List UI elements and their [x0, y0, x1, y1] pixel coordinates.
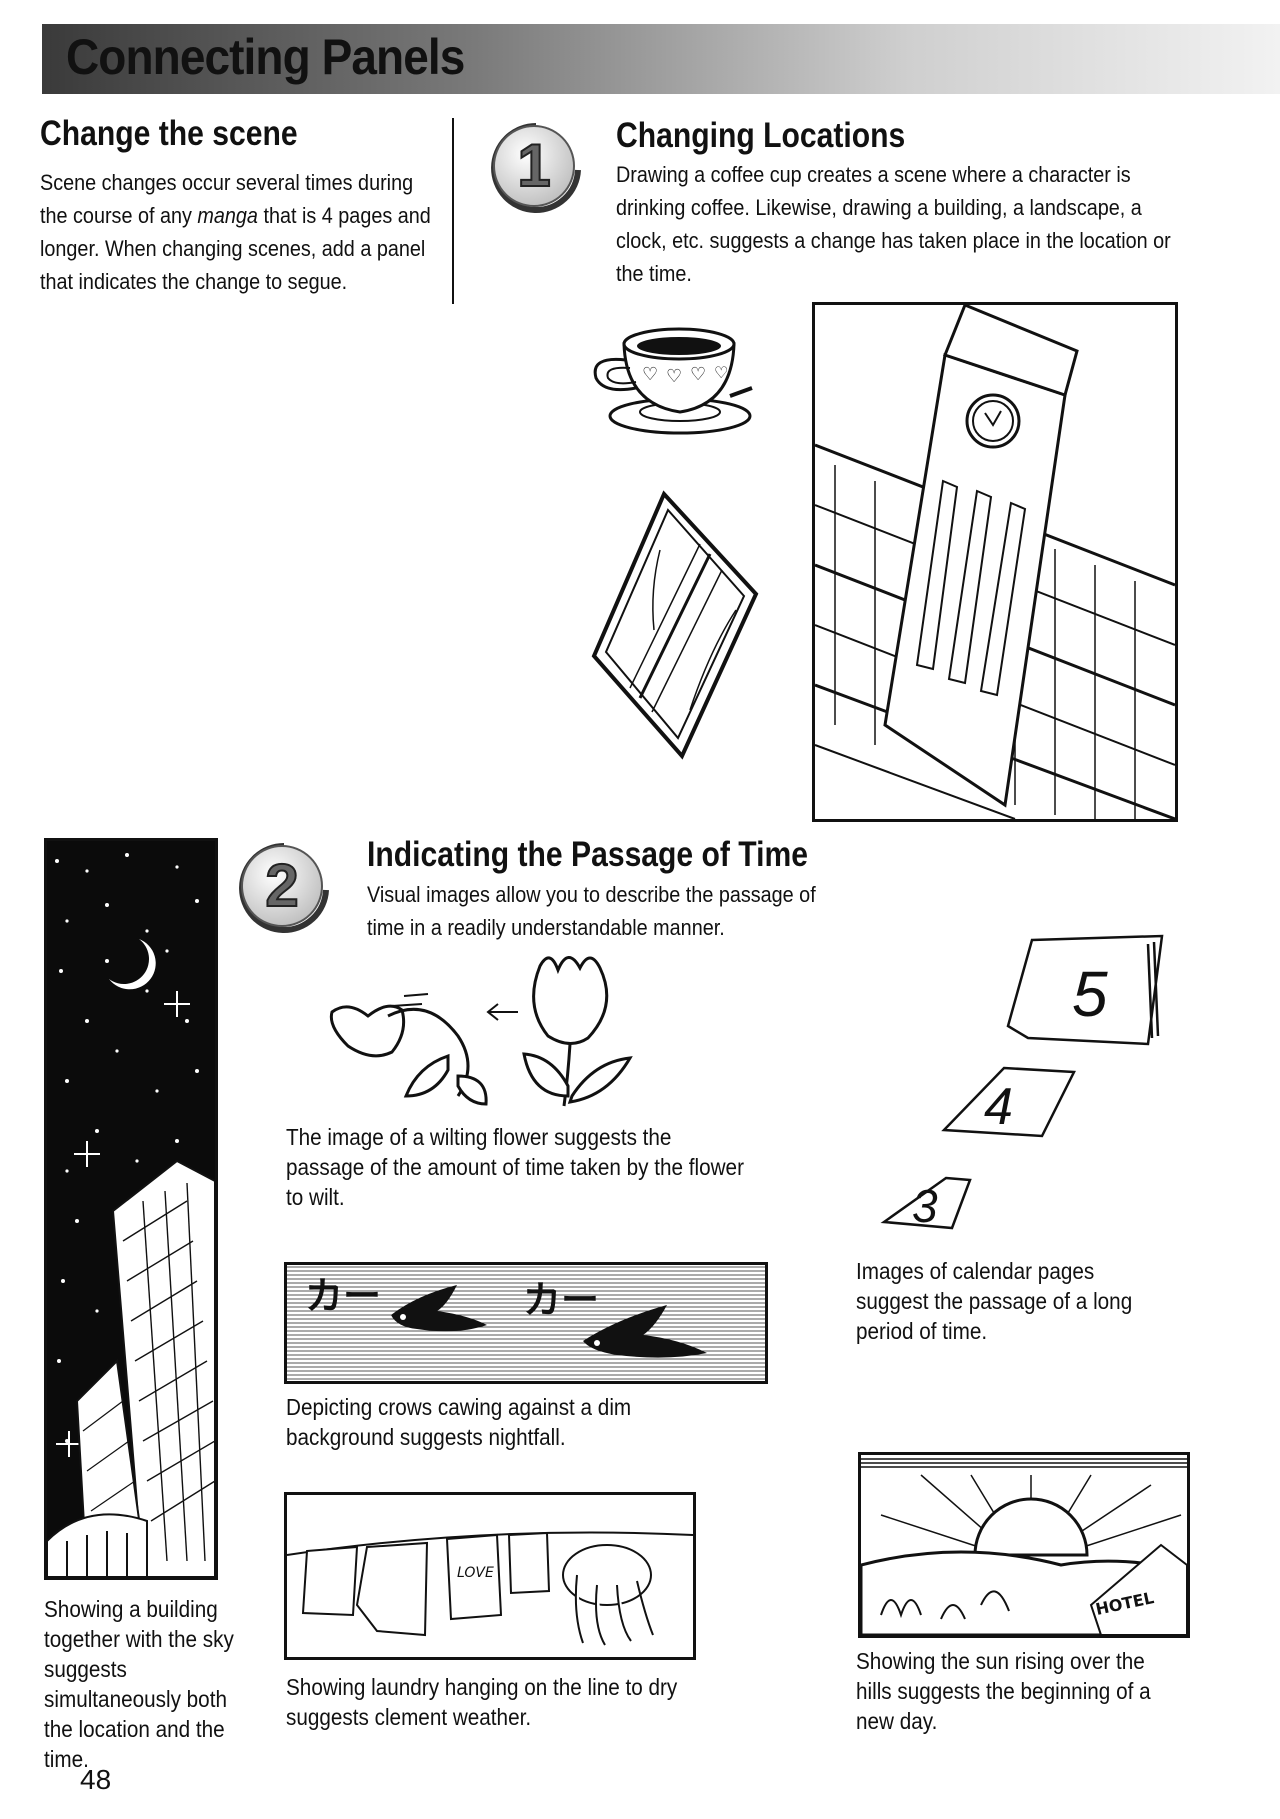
svg-text:♡: ♡: [666, 366, 682, 386]
intro-heading: Change the scene: [40, 114, 298, 153]
caption-crows: Depicting crows cawing against a dim bac…: [286, 1394, 632, 1450]
night-building-panel: [44, 838, 218, 1580]
section-2-badge: 2: [236, 838, 332, 934]
calendar-pages-illustration: 5 4 3: [852, 926, 1168, 1246]
section-1-badge: 1: [488, 118, 584, 214]
clock-tower-panel: [812, 302, 1178, 822]
caption-flower: The image of a wilting flower suggests t…: [286, 1124, 744, 1210]
crow-caw-right: カー: [523, 1278, 599, 1322]
section-2-number: 2: [265, 852, 298, 919]
svg-text:♡: ♡: [642, 364, 658, 384]
calendar-page-5: 5: [1072, 958, 1108, 1030]
calendar-page-4: 4: [984, 1078, 1013, 1136]
svg-text:♡: ♡: [690, 364, 706, 384]
calendar-page-3: 3: [912, 1180, 938, 1232]
section-1-number: 1: [517, 132, 550, 199]
caption-calendar: Images of calendar pages suggest the pas…: [856, 1258, 1133, 1344]
section-2-text: Visual images allow you to describe the …: [367, 882, 816, 940]
caption-sunrise: Showing the sun rising over the hills su…: [856, 1648, 1151, 1734]
caption-laundry: Showing laundry hanging on the line to d…: [286, 1674, 678, 1730]
section-1-heading: Changing Locations: [616, 116, 906, 155]
caption-building-sky: Showing a building together with the sky…: [44, 1596, 234, 1772]
coffee-cup-illustration: ♡ ♡ ♡ ♡: [580, 308, 760, 438]
page-number: 48: [80, 1764, 112, 1795]
sunrise-panel: HOTEL: [858, 1452, 1190, 1638]
section-2-heading: Indicating the Passage of Time: [367, 835, 809, 874]
window-illustration: [590, 490, 760, 760]
laundry-panel: LOVE: [284, 1492, 696, 1660]
crow-caw-left: カー: [305, 1274, 381, 1318]
svg-text:♡: ♡: [714, 365, 728, 382]
crows-panel: カー カー: [284, 1262, 768, 1384]
intro-text: Scene changes occur several times during…: [40, 170, 431, 294]
divider: [452, 118, 454, 304]
section-1-text: Drawing a coffee cup creates a scene whe…: [616, 162, 1171, 286]
laundry-label: LOVE: [457, 1565, 494, 1581]
wilting-flower-illustration: [318, 946, 658, 1112]
page-title: Connecting Panels: [66, 29, 465, 85]
header-bar: [42, 24, 1280, 94]
